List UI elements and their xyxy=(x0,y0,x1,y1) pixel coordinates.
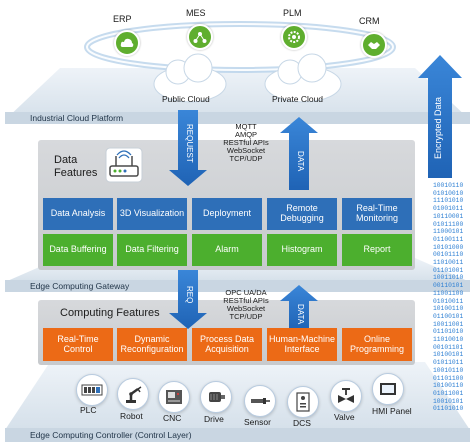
feature-deployment: Deployment xyxy=(192,198,262,230)
feature-data-analysis: Data Analysis xyxy=(43,198,113,230)
protocol-item: MQTT xyxy=(235,122,257,131)
plm-label: PLM xyxy=(283,8,302,18)
cloud-layer-label: Industrial Cloud Platform xyxy=(30,113,124,123)
feature-histogram: Histogram xyxy=(267,234,337,266)
device-label-sensor: Sensor xyxy=(244,417,271,427)
router-icon xyxy=(105,147,143,183)
valve-icon xyxy=(330,380,362,412)
encrypted-data-arrow xyxy=(418,55,462,178)
controller-plane xyxy=(5,362,470,430)
device-label-hmi-panel: HMI Panel xyxy=(372,406,412,416)
erp-label: ERP xyxy=(113,14,132,24)
erp-cloud-icon xyxy=(114,30,140,56)
hmi-panel-icon xyxy=(372,373,404,405)
req-arrow-label: REQ xyxy=(185,286,194,304)
sensor-icon xyxy=(244,385,276,417)
cloud-platform-plane xyxy=(5,68,470,120)
feature-data-buffering: Data Buffering xyxy=(43,234,113,266)
device-label-cnc: CNC xyxy=(163,413,182,423)
cnc-machine-icon xyxy=(158,381,190,413)
computing-features-title: Computing Features xyxy=(60,307,160,319)
protocol-item: RESTful APIs xyxy=(223,137,269,147)
data-up-arrow-top xyxy=(280,117,318,190)
mes-label: MES xyxy=(186,8,206,18)
req-arrow xyxy=(169,270,207,329)
binary-stream: 10010110 01010010 11101010 01001011 1011… xyxy=(433,182,464,413)
feature-dynamic-reconfiguration: Dynamic Reconfiguration xyxy=(117,328,187,361)
feature-human-machine-interface: Human-Machine Interface xyxy=(267,328,337,361)
controller-layer-label: Edge Computing Controller (Control Layer… xyxy=(30,430,192,440)
plc-icon xyxy=(76,374,108,406)
device-label-dcs: DCS xyxy=(293,418,311,428)
gateway-layer-label: Edge Computing Gateway xyxy=(30,281,130,291)
protocol-item: TCP/UDP xyxy=(229,153,263,163)
motor-drive-icon xyxy=(200,381,232,413)
public-cloud-icon xyxy=(153,53,227,103)
public-cloud-label: Public Cloud xyxy=(162,94,210,104)
feature-data-filtering: Data Filtering xyxy=(117,234,187,266)
feature-3d-visualization: 3D Visualization xyxy=(117,198,187,230)
feature-alarm: Alarm xyxy=(192,234,262,266)
crm-handshake-icon xyxy=(361,32,387,58)
controller-plane-edge xyxy=(5,428,470,442)
dcs-icon xyxy=(287,386,319,418)
protocol-item: RESTful APIs xyxy=(223,295,269,305)
plm-gear-icon xyxy=(281,24,307,50)
feature-real-time-monitoring: Real-Time Monitoring xyxy=(342,198,412,230)
encrypted-data-label: Encrypted Data xyxy=(433,96,443,160)
data-up-arrow-bottom xyxy=(280,285,318,330)
device-label-robot: Robot xyxy=(120,411,143,421)
data-features-title: Data Features xyxy=(54,154,98,179)
data-arrow-bottom-label: DATA xyxy=(296,303,305,325)
feature-real-time-control: Real-Time Control xyxy=(43,328,113,361)
feature-online-programming: Online Programming xyxy=(342,328,412,361)
data-arrow-top-label: DATA xyxy=(296,150,305,172)
device-label-plc: PLC xyxy=(80,405,97,415)
crm-label: CRM xyxy=(359,16,380,26)
protocol-item: OPC UA/DA xyxy=(225,288,267,297)
private-cloud-label: Private Cloud xyxy=(272,94,324,104)
protocol-item: WebSocket xyxy=(226,145,266,155)
request-arrow xyxy=(169,110,207,186)
gateway-plane-edge xyxy=(5,280,470,292)
private-cloud-icon xyxy=(264,53,342,103)
robot-arm-icon xyxy=(117,378,149,410)
cloud-platform-edge xyxy=(5,112,470,124)
protocols-top: MQTT AMQP RESTful APIs WebSocket TCP/UDP xyxy=(211,123,281,162)
feature-process-data-acquisition: Process Data Acquisition xyxy=(192,328,262,361)
request-arrow-label: REQUEST xyxy=(185,123,194,163)
mes-network-icon xyxy=(187,24,213,50)
protocol-item: AMQP xyxy=(234,129,258,139)
protocol-item: TCP/UDP xyxy=(229,311,263,321)
protocol-item: WebSocket xyxy=(226,303,266,313)
protocols-bottom: OPC UA/DA RESTful APIs WebSocket TCP/UDP xyxy=(211,289,281,321)
feature-report: Report xyxy=(342,234,412,266)
device-label-valve: Valve xyxy=(334,412,355,422)
feature-remote-debugging: Remote Debugging xyxy=(267,198,337,230)
device-label-drive: Drive xyxy=(204,414,224,424)
